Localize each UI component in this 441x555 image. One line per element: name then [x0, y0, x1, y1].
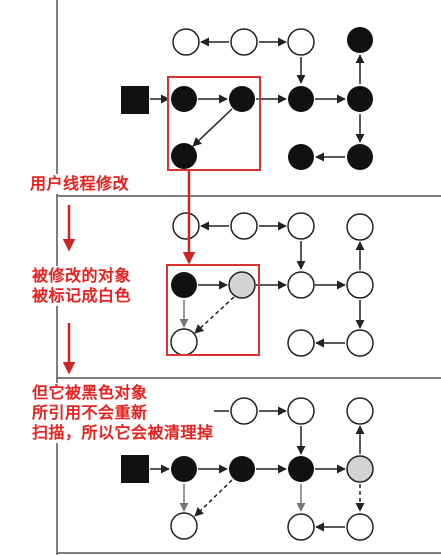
node-p2-white-e	[346, 271, 374, 299]
node-p2-white-modified	[170, 328, 198, 356]
panel-3-edges	[150, 406, 365, 532]
node-p3-white-top-right	[346, 397, 374, 425]
annotation-text: 被标记成白色	[32, 286, 132, 305]
node-p1-white-c	[287, 28, 315, 56]
node-p2-white-g	[346, 329, 374, 357]
node-p1-black-a	[171, 86, 197, 112]
annotation-cleared: 但它被黑色对象 所引用不会重新 扫描，所以它会被清理掉	[32, 383, 214, 443]
root-node-1	[121, 86, 149, 114]
annotation-text: 但它被黑色对象	[32, 383, 148, 402]
node-p2-white-d	[287, 271, 315, 299]
node-p2-white-f	[287, 329, 315, 357]
node-p3-white-e	[287, 513, 315, 541]
node-p3-black-a	[171, 456, 197, 482]
node-p1-black-b	[229, 86, 255, 112]
panel-2-edges	[198, 221, 365, 348]
node-p3-white-d	[170, 512, 198, 540]
node-p2-gray	[228, 271, 256, 299]
annotation-user-thread-modifies: 用户线程修改	[30, 174, 130, 194]
node-p2-black-a	[171, 272, 197, 298]
node-p1-black-d	[347, 86, 373, 112]
root-node-3	[121, 455, 149, 483]
node-p1-black-f	[288, 144, 314, 170]
node-p3-white-f	[346, 513, 374, 541]
node-p1-white-b	[230, 28, 258, 56]
node-p3-black-b	[229, 456, 255, 482]
node-p1-black-g	[347, 144, 373, 170]
node-p2-white-a	[172, 212, 200, 240]
annotation-text: 被修改的对象	[32, 266, 132, 285]
node-p3-black-c	[288, 456, 314, 482]
node-p1-black-c	[288, 86, 314, 112]
annotation-text: 所引用不会重新	[32, 403, 148, 422]
panel-1	[121, 27, 373, 171]
node-p3-gray	[346, 455, 374, 483]
annotation-text: 扫描，所以它会被清理掉	[32, 423, 214, 442]
node-p3-white-c	[287, 397, 315, 425]
node-p1-black-e	[171, 143, 197, 169]
node-p2-white-b	[230, 212, 258, 240]
node-p2-white-top-right	[346, 213, 374, 241]
node-p1-black-top-right	[347, 27, 373, 53]
node-p1-white-a	[172, 28, 200, 56]
annotation-modified-object: 被修改的对象 被标记成白色	[32, 266, 132, 306]
panel-1-edges	[150, 37, 365, 162]
annotation-text: 用户线程修改	[30, 174, 130, 193]
highlight-box-1	[167, 76, 261, 171]
panel-2	[166, 212, 374, 357]
highlight-box-2	[166, 264, 260, 356]
node-p2-white-c	[287, 212, 315, 240]
node-p3-white-b	[230, 397, 258, 425]
